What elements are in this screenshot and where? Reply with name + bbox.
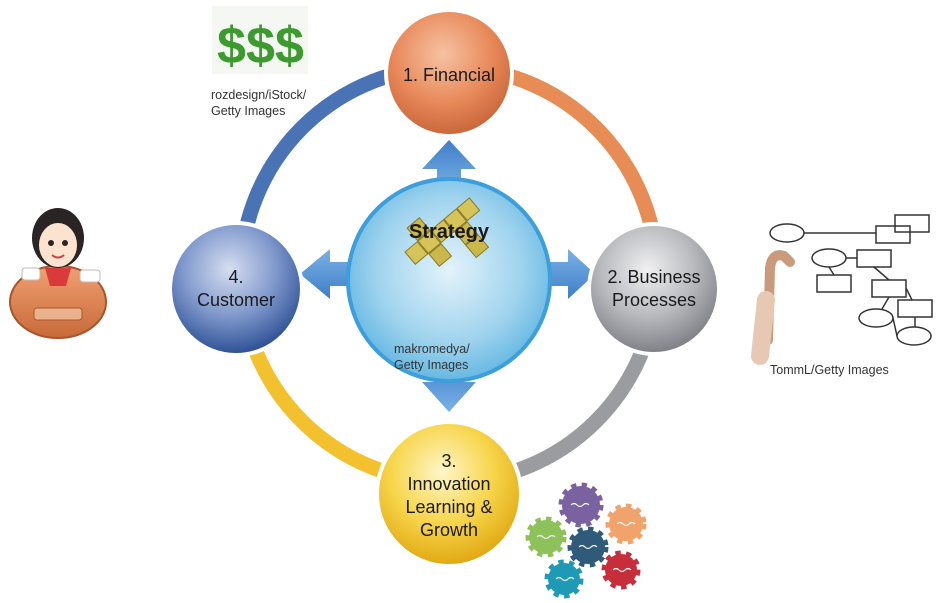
arrow-up (422, 140, 476, 192)
financial-circle (384, 8, 514, 138)
innovation-circle (375, 420, 523, 568)
customer-circle (168, 221, 304, 357)
arrow-down (422, 356, 476, 412)
strategy-image-credit: makromedya/ Getty Images (394, 342, 470, 372)
svg-text:$: $ (275, 17, 304, 75)
strategy-title: Strategy (408, 221, 490, 243)
arrow-left (300, 249, 350, 299)
woman-at-laptop-icon (9, 208, 107, 339)
customer-label: 4. Customer (196, 267, 276, 310)
business-processes-circle (587, 222, 721, 356)
svg-text:$: $ (217, 17, 246, 75)
financial-label: 1. Financial (402, 65, 496, 85)
strategy-circle (346, 177, 552, 383)
dollar-signs-icon: $ $ $ (212, 6, 308, 75)
svg-text:$: $ (246, 17, 275, 75)
scrabble-tiles-icon (404, 197, 490, 268)
business-processes-label: 2. Business Processes (607, 267, 701, 310)
innovation-label: 3. Innovation Learning & Growth (405, 451, 493, 540)
arrows (300, 140, 595, 412)
hand-drawing-flowchart-icon (751, 210, 940, 365)
arrow-right (545, 249, 595, 299)
money-image-credit: rozdesign/iStock/ Getty Images (211, 88, 307, 118)
colored-gears-icon (525, 482, 647, 599)
flowchart-image-credit: TommL/Getty Images (770, 363, 889, 377)
